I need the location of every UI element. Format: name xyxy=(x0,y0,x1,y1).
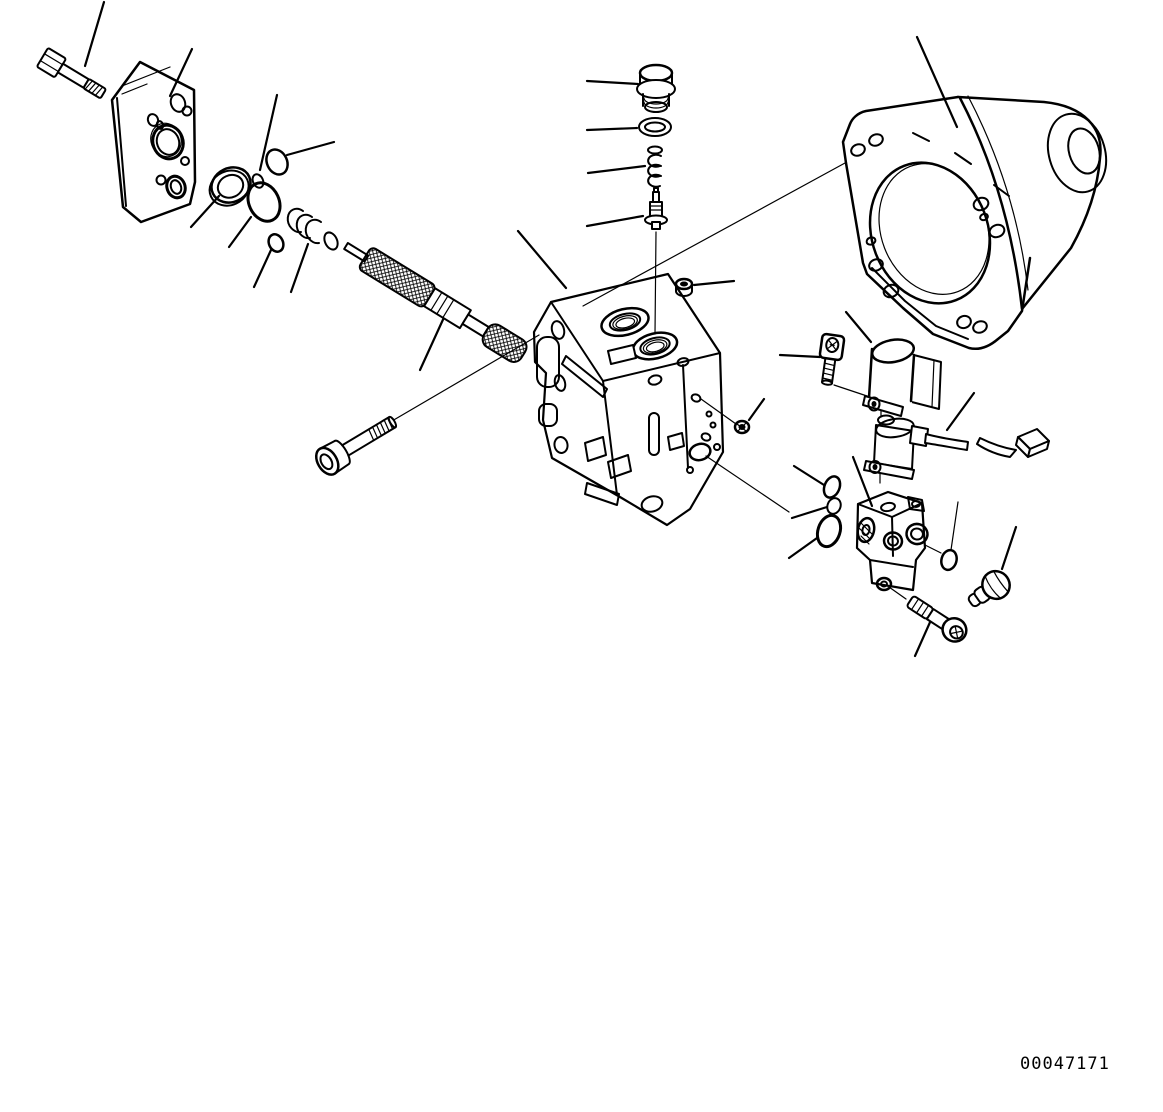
part-spring-coil xyxy=(286,207,339,251)
part-o-ring-upper xyxy=(265,148,289,176)
part-port-o-ring xyxy=(940,548,958,572)
part-o-ring-set-upper xyxy=(822,475,842,499)
part-solenoid-valve-with-harness xyxy=(863,414,1050,480)
part-valve-spring-small xyxy=(647,145,663,188)
part-threaded-spool-shaft xyxy=(343,242,528,363)
part-o-ring-large xyxy=(246,181,282,223)
part-seal-bushing-ring xyxy=(208,166,252,207)
part-port-plug-small xyxy=(674,277,694,297)
leader-lines xyxy=(83,0,1018,658)
part-hex-flange-plug xyxy=(636,63,676,113)
part-backup-ring-small xyxy=(251,173,265,189)
part-plug-o-ring xyxy=(638,117,672,137)
part-socket-head-bolt-short xyxy=(818,332,846,386)
part-wire-connector xyxy=(1015,428,1050,458)
part-hex-head-plug xyxy=(967,569,1011,608)
part-hex-bolt-top-left xyxy=(36,47,107,99)
part-socket-head-bolt-long xyxy=(314,415,398,476)
part-pilot-valve-body xyxy=(855,490,929,592)
part-o-ring-lower xyxy=(267,233,285,253)
part-end-cover-plate xyxy=(110,60,197,224)
drawing-number: 00047171 xyxy=(1020,1054,1110,1074)
wire-harness xyxy=(976,437,1017,458)
flange-bolt-holes xyxy=(850,133,1006,334)
part-poppet-valve xyxy=(644,187,668,230)
part-motor-case-flange-assembly xyxy=(841,95,1108,350)
part-lock-nut-small xyxy=(733,419,751,435)
part-solenoid-coil xyxy=(862,338,942,417)
part-o-ring-set-mid xyxy=(826,497,842,515)
part-socket-head-bolt-lower xyxy=(906,595,968,643)
part-o-ring-set-large xyxy=(815,513,843,549)
wire-harness xyxy=(924,433,969,451)
part-main-valve-body xyxy=(532,272,725,527)
